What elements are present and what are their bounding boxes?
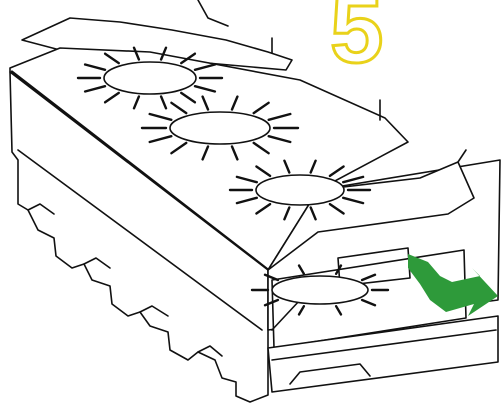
burner-ray: [343, 177, 363, 182]
